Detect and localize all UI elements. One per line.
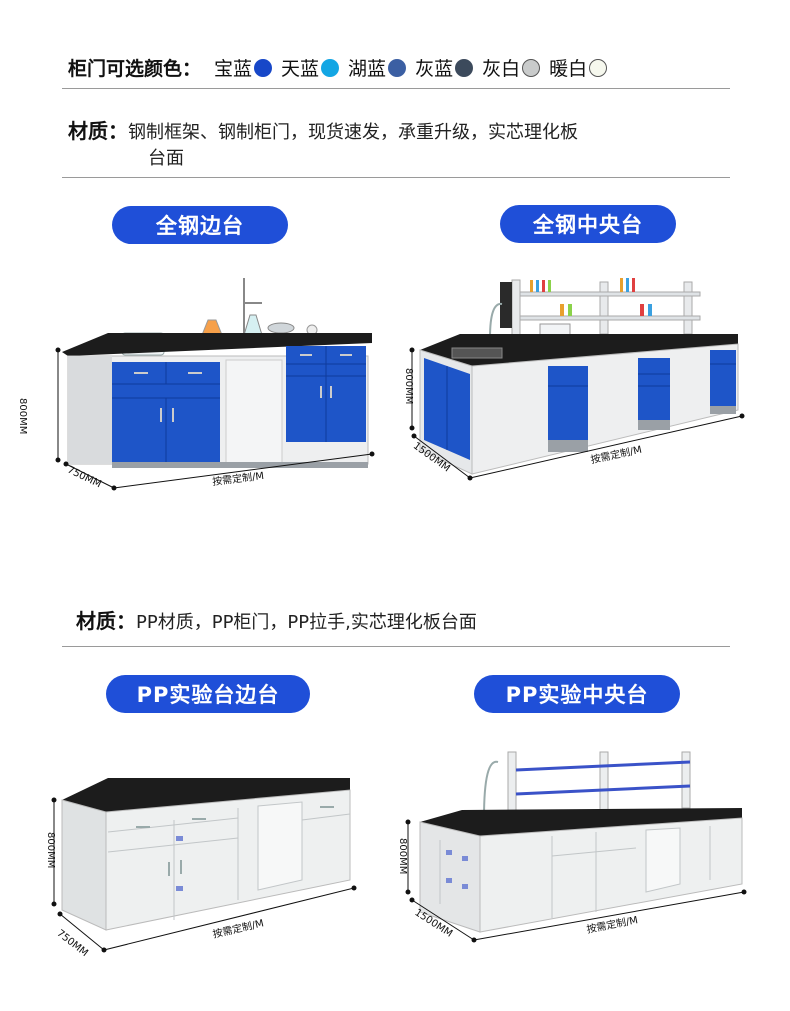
pp-cabinet-doors xyxy=(107,801,351,920)
steel-material-text: 材质：钢制框架、钢制柜门，现货速发，承重升级，实芯理化板 台面 xyxy=(68,118,738,172)
divider xyxy=(62,177,730,178)
left-blue-cabinet xyxy=(112,362,220,462)
pp-material-label: 材质： xyxy=(76,609,136,633)
color-swatch-item: 湖蓝 xyxy=(348,54,407,81)
color-swatch-name: 湖蓝 xyxy=(348,58,387,80)
steel-material-desc-line1: 钢制框架、钢制柜门，现货速发，承重升级，实芯理化板 xyxy=(128,122,578,143)
door-color-label: 柜门可选颜色： xyxy=(68,58,202,80)
color-swatch-dot xyxy=(589,58,608,77)
worktop xyxy=(420,808,742,836)
color-swatch-dot xyxy=(388,58,407,77)
color-swatch-dot xyxy=(254,58,273,77)
color-swatch-item: 宝蓝 xyxy=(214,54,273,81)
pp-center-bench-title: PP实验中央台 xyxy=(474,675,680,713)
divider xyxy=(62,646,730,647)
pp-material-text: 材质：PP材质，PP柜门，PP拉手,实芯理化板台面 xyxy=(76,608,736,636)
color-swatch-name: 宝蓝 xyxy=(214,58,253,80)
color-swatch-item: 暖白 xyxy=(549,54,608,81)
color-swatch-dot xyxy=(321,58,340,77)
worktop xyxy=(62,333,372,356)
pp-cabinet-doors xyxy=(439,826,711,918)
door-color-options: 柜门可选颜色： 宝蓝 天蓝 湖蓝 灰蓝 灰白 暖白 xyxy=(68,54,608,81)
steel-material-label: 材质： xyxy=(68,119,128,143)
steel-side-bench-title: 全钢边台 xyxy=(112,206,288,244)
color-swatch-item: 灰蓝 xyxy=(415,54,474,81)
color-swatch-list: 宝蓝 天蓝 湖蓝 灰蓝 灰白 暖白 xyxy=(205,54,608,81)
worktop xyxy=(62,778,350,812)
right-blue-cabinet xyxy=(286,346,366,442)
color-swatch-name: 暖白 xyxy=(549,58,588,80)
divider xyxy=(62,88,730,89)
color-swatch-name: 天蓝 xyxy=(281,58,320,80)
steel-material-desc-line2: 台面 xyxy=(148,148,184,169)
color-swatch-item: 天蓝 xyxy=(281,54,340,81)
pp-side-bench-title: PP实验台边台 xyxy=(106,675,310,713)
color-swatch-dot xyxy=(455,58,474,77)
front-blue-cabinets xyxy=(548,350,736,452)
color-swatch-dot xyxy=(522,58,541,77)
color-swatch-name: 灰蓝 xyxy=(415,58,454,80)
color-swatch-name: 灰白 xyxy=(482,58,521,80)
steel-center-bench-title: 全钢中央台 xyxy=(500,205,676,243)
pp-center-height-dim: 800MM xyxy=(397,838,408,875)
pp-reagent-shelf xyxy=(483,751,691,823)
pp-material-desc: PP材质，PP柜门，PP拉手,实芯理化板台面 xyxy=(136,612,477,633)
color-swatch-item: 灰白 xyxy=(482,54,541,81)
